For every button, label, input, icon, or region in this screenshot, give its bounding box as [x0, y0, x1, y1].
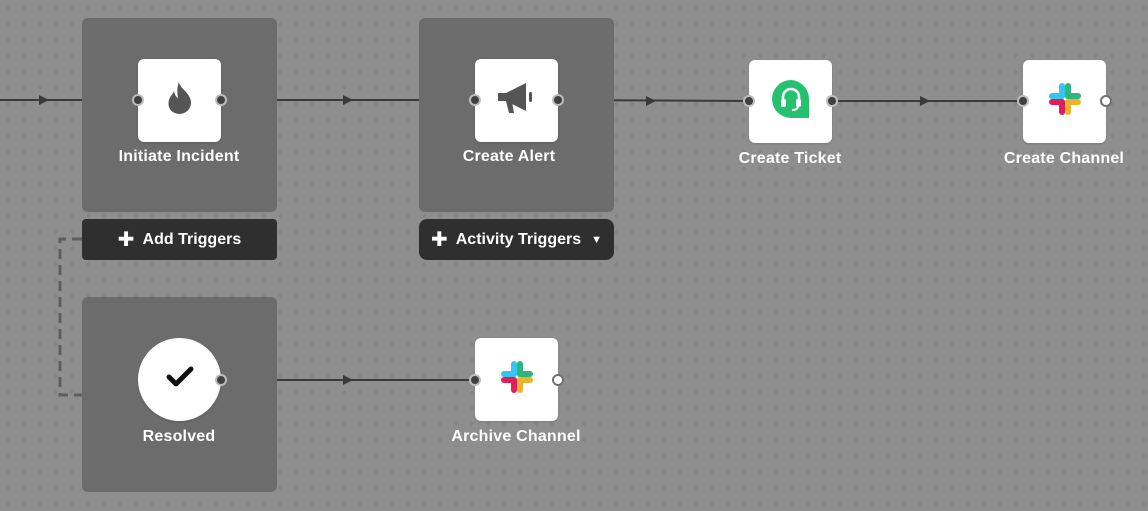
plus-icon: ✚ [430, 228, 448, 251]
create-channel-label: Create Channel [1003, 150, 1125, 167]
resolved-output-port[interactable] [215, 374, 227, 386]
resolved-label: Resolved [142, 428, 216, 445]
arrow-resolved-archive [343, 375, 353, 385]
dashed-link [58, 237, 82, 397]
create-channel-node[interactable] [1023, 60, 1106, 143]
arrow-ticket-channel [920, 96, 930, 106]
create-channel-output-port[interactable] [1100, 95, 1112, 107]
create-ticket-input-port[interactable] [743, 95, 755, 107]
initiate-incident-label: Initiate Incident [118, 148, 240, 165]
slack-icon [499, 359, 535, 400]
create-channel-input-port[interactable] [1017, 95, 1029, 107]
plus-icon: ✚ [117, 228, 135, 251]
initiate-incident-output-port[interactable] [215, 94, 227, 106]
flame-icon [165, 81, 195, 120]
arrow-incident-alert [343, 95, 353, 105]
slack-icon [1047, 81, 1083, 122]
archive-channel-label: Archive Channel [451, 428, 581, 445]
create-alert-output-port[interactable] [552, 94, 564, 106]
check-icon [166, 366, 194, 393]
create-ticket-output-port[interactable] [826, 95, 838, 107]
headset-icon [771, 79, 811, 124]
archive-channel-output-port[interactable] [552, 374, 564, 386]
arrow-alert-ticket [646, 96, 656, 106]
create-alert-node[interactable] [475, 59, 558, 142]
add-triggers-label: Add Triggers [142, 230, 242, 248]
initiate-incident-node[interactable] [138, 59, 221, 142]
add-triggers-button[interactable]: ✚ Add Triggers [82, 219, 277, 260]
archive-channel-input-port[interactable] [469, 374, 481, 386]
archive-channel-node[interactable] [475, 338, 558, 421]
caret-down-icon: ▼ [591, 233, 603, 246]
create-ticket-label: Create Ticket [738, 150, 842, 167]
activity-triggers-label: Activity Triggers [455, 230, 582, 248]
arrow-entry [39, 95, 49, 105]
create-ticket-node[interactable] [749, 60, 832, 143]
activity-triggers-button[interactable]: ✚ Activity Triggers ▼ [419, 219, 614, 260]
create-alert-input-port[interactable] [469, 94, 481, 106]
create-alert-label: Create Alert [462, 148, 556, 165]
resolved-node[interactable] [138, 338, 221, 421]
megaphone-icon [496, 81, 538, 120]
initiate-incident-input-port[interactable] [132, 94, 144, 106]
